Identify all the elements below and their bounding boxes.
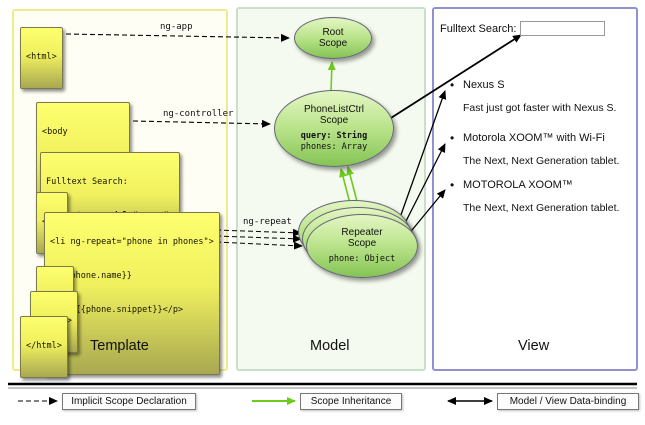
- legend-implicit-scope: Implicit Scope Declaration: [62, 393, 196, 410]
- phone-snippet: The Next, Next Generation tablet.: [463, 202, 620, 215]
- phone-title-text: Motorola XOOM™ with Wi-Fi: [463, 132, 605, 144]
- phone-list-item: Motorola XOOM™ with Wi-Fi The Next, Next…: [463, 132, 635, 168]
- view-column-label: View: [518, 338, 550, 354]
- phone-title: Nexus S: [463, 79, 635, 92]
- phone-title-text: Nexus S: [463, 79, 505, 91]
- root-scope-ellipse: Root Scope: [294, 17, 372, 59]
- scope-property-phone: phone: Object: [328, 253, 396, 264]
- bullet-icon: [450, 131, 454, 146]
- root-scope-title: Scope: [318, 38, 348, 49]
- scope-property-phones: phones: Array: [300, 142, 368, 152]
- phone-snippet: The Next, Next Generation tablet.: [463, 155, 620, 168]
- repeater-scope-title: Repeater: [341, 226, 383, 238]
- phone-title: MOTOROLA XOOM™: [463, 179, 635, 192]
- code-html-close: </html>: [20, 316, 68, 379]
- phone-title-text: MOTOROLA XOOM™: [463, 179, 573, 191]
- template-column-label: Template: [90, 338, 149, 354]
- phonelistctrl-scope-title: Scope: [319, 115, 349, 127]
- code-html-open: <html>: [20, 27, 63, 90]
- ng-repeat-label: ng-repeat: [243, 217, 292, 227]
- code-line: </html>: [26, 341, 62, 352]
- phonelistctrl-scope-title: PhoneListCtrl: [303, 103, 365, 115]
- scope-property-query: query: String: [300, 130, 368, 141]
- fulltext-search-input[interactable]: [520, 21, 605, 36]
- code-line: <html>: [26, 52, 57, 63]
- root-scope-title: Root: [322, 26, 344, 38]
- bullet-icon: [450, 78, 454, 93]
- code-line: Fulltext Search:: [46, 177, 128, 188]
- phonelistctrl-scope-ellipse: PhoneListCtrl Scope query: String phones…: [274, 90, 394, 167]
- code-line: <p>{{phone.snippet}}</p>: [50, 304, 184, 315]
- repeater-scope-title: Scope: [347, 238, 377, 250]
- code-line: {{phone.name}}: [50, 271, 132, 282]
- phone-title: Motorola XOOM™ with Wi-Fi: [463, 132, 635, 145]
- code-line: <li ng-repeat="phone in phones">: [50, 237, 214, 248]
- ng-controller-label: ng-controller: [163, 109, 234, 119]
- phone-list-item: Nexus S Fast just got faster with Nexus …: [463, 79, 635, 115]
- phone-snippet: Fast just got faster with Nexus S.: [463, 102, 617, 115]
- bullet-icon: [450, 178, 454, 193]
- repeater-scope-ellipse: Repeater Scope phone: Object: [306, 214, 418, 278]
- legend-scope-inheritance: Scope Inheritance: [300, 393, 402, 410]
- code-line: <body: [42, 127, 68, 138]
- model-panel: [236, 7, 426, 371]
- fulltext-search-label: Fulltext Search:: [440, 23, 517, 35]
- phone-list-item: MOTOROLA XOOM™ The Next, Next Generation…: [463, 179, 635, 215]
- footer-divider: [8, 382, 637, 389]
- model-column-label: Model: [310, 338, 350, 354]
- legend-data-binding: Model / View Data-binding: [497, 393, 639, 410]
- ng-app-label: ng-app: [160, 22, 193, 32]
